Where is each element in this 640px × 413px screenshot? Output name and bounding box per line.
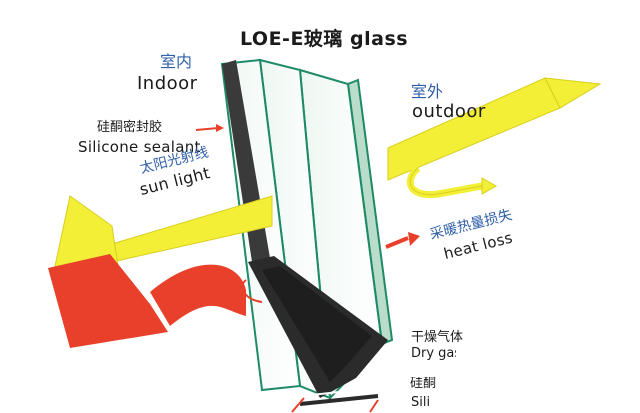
drygas-label-en: Dry gas [411, 347, 456, 360]
outdoor-label-zh: 室外 [411, 82, 444, 101]
indoor-label-en: Indoor [137, 73, 198, 94]
bottom-seal-label-en: Sili [411, 396, 431, 409]
spacer-frame [248, 256, 388, 406]
sunlight-arrow [387, 77, 602, 181]
sealant-label-en: Silicone sealant [78, 138, 201, 156]
outdoor-label-en: outdoor [412, 101, 486, 122]
reflection-curl-arrow [406, 165, 498, 199]
bottom-seal-label-zh: 硅酮 [410, 377, 437, 390]
indoor-label-zh: 室内 [160, 52, 193, 71]
diagram-title: LOE-E玻璃 glass [240, 28, 409, 50]
heat-loss-indoor-arrow [48, 254, 263, 348]
sealant-pointer [195, 124, 224, 132]
heat-loss-outdoor-arrow [385, 232, 420, 249]
drygas-label-zh: 干燥气体 [411, 330, 464, 345]
bottom-pointers [291, 397, 379, 413]
sealant-label-zh: 硅酮密封胶 [97, 120, 163, 135]
